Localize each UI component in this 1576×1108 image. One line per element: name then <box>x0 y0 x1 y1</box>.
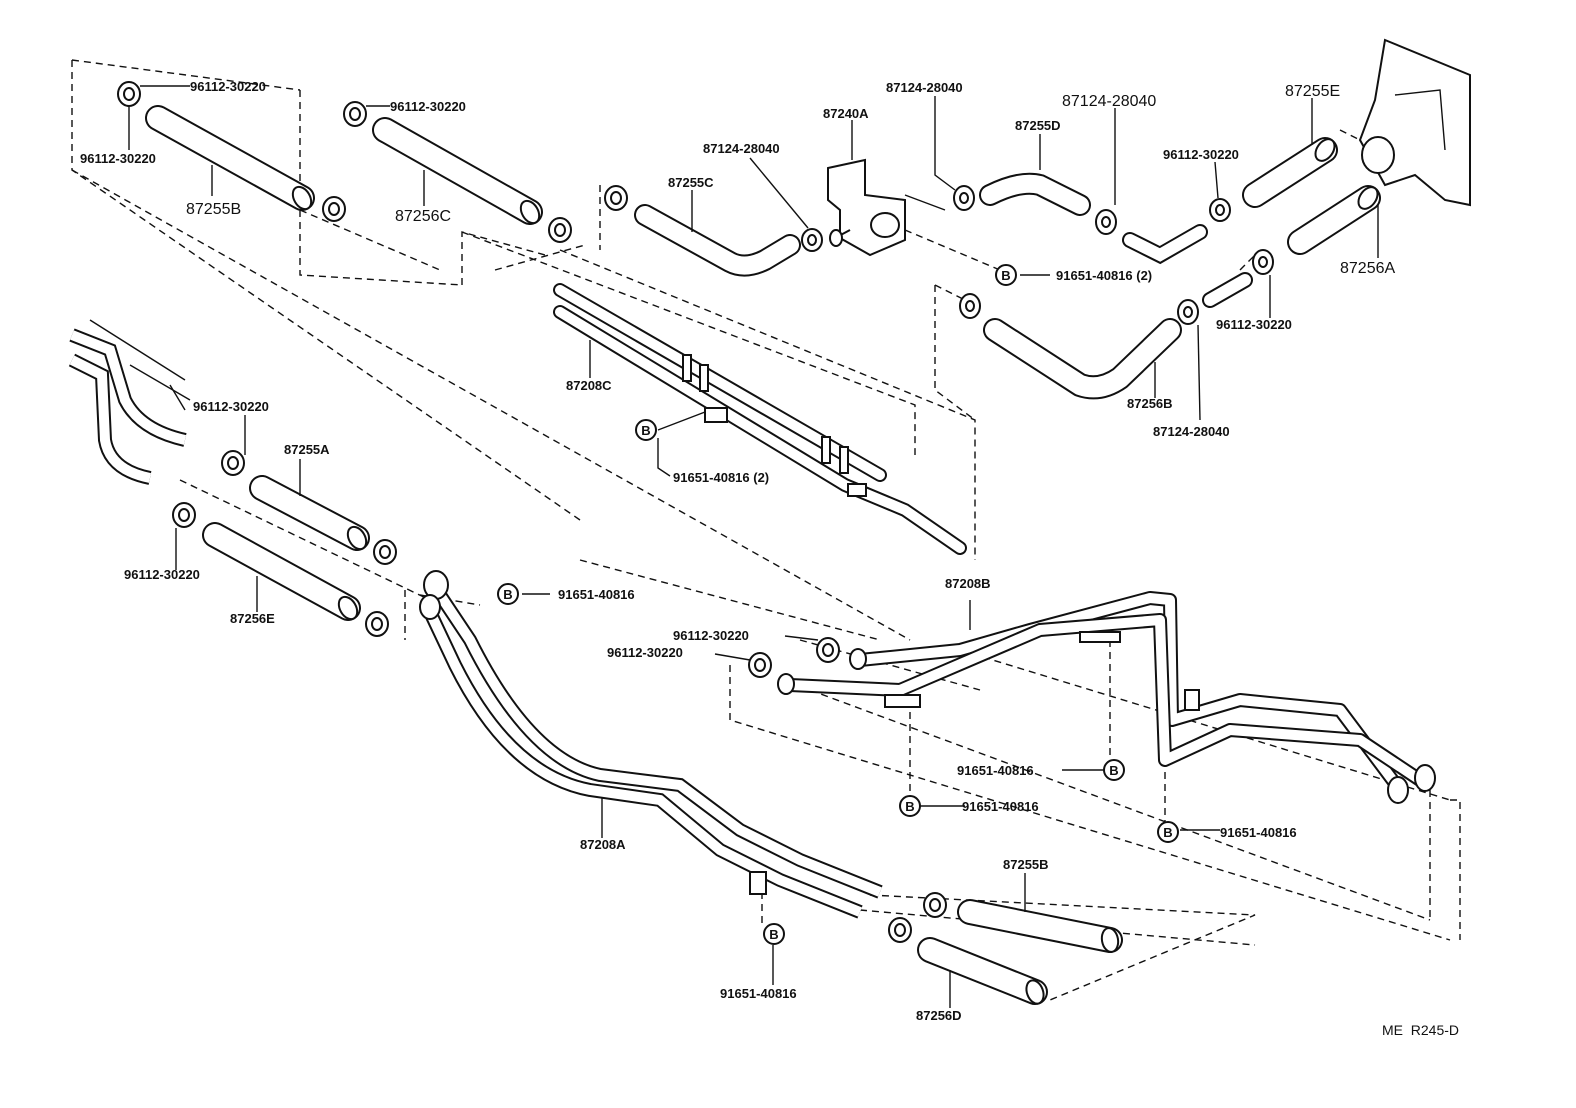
hose-clamps <box>117 81 1274 943</box>
label-clamp-c6: 96112-30220 <box>193 399 269 414</box>
label-87256C: 87256C <box>395 208 451 225</box>
label-clip-k4: 87124-28040 <box>1153 424 1230 439</box>
clamp-icon[interactable] <box>1209 198 1231 222</box>
label-clamp-c2: 96112-30220 <box>80 151 156 166</box>
hose-87256A[interactable] <box>1287 184 1381 255</box>
label-87208A: 87208A <box>580 837 626 852</box>
label-clamp-c8: 96112-30220 <box>673 628 749 643</box>
bolt-b-icon[interactable]: B <box>1103 759 1125 781</box>
valve-87240A[interactable] <box>827 158 946 257</box>
label-clamp-c1: 96112-30220 <box>190 79 266 94</box>
clamp-icon[interactable] <box>322 196 346 222</box>
clamp-icon[interactable] <box>172 502 196 528</box>
label-87208B: 87208B <box>945 576 991 591</box>
bolt-b-icon[interactable]: B <box>635 419 657 441</box>
pipe-inlet-left[interactable] <box>68 319 191 485</box>
label-87255E: 87255E <box>1285 83 1340 100</box>
label-87240A: 87240A <box>823 106 869 121</box>
clamp-icon[interactable] <box>1177 299 1199 325</box>
label-clip-k1: 87124-28040 <box>703 141 780 156</box>
clamp-icon[interactable] <box>365 611 389 637</box>
hose-87255B-lower[interactable] <box>957 899 1123 953</box>
label-bolt-b6: 91651-40816 <box>1220 825 1297 840</box>
bolt-markers: B B B B B B B <box>497 264 1179 945</box>
label-87256B-upper: 87256B <box>1127 396 1173 411</box>
hose-87256E[interactable] <box>202 522 361 622</box>
label-bolt-b7: 91651-40816 <box>720 986 797 1001</box>
bolt-b-icon[interactable]: B <box>1157 821 1179 843</box>
svg-text:B: B <box>503 587 512 602</box>
hose-87255C[interactable] <box>634 204 801 277</box>
assembly-guide-lines <box>71 59 1461 1001</box>
clamp-icon[interactable] <box>343 101 367 127</box>
label-clamp-c3: 96112-30220 <box>390 99 466 114</box>
label-bolt-b4: 91651-40816 <box>957 763 1034 778</box>
label-87255A: 87255A <box>284 442 330 457</box>
label-clip-k3: 87124-28040 <box>886 80 963 95</box>
label-clamp-c5: 96112-30220 <box>1216 317 1292 332</box>
hose-87256C[interactable] <box>372 117 543 226</box>
hose-87255D[interactable] <box>979 172 1091 216</box>
svg-text:B: B <box>1163 825 1172 840</box>
svg-text:B: B <box>1109 763 1118 778</box>
part-labels: 87255B 87256C 87255E 87256A 87124-28040 … <box>80 79 1459 1038</box>
clamp-icon[interactable] <box>117 81 141 107</box>
label-87256E: 87256E <box>230 611 275 626</box>
label-87208C: 87208C <box>566 378 612 393</box>
clamp-icon[interactable] <box>221 450 245 476</box>
label-87256D: 87256D <box>916 1008 962 1023</box>
clamp-icon[interactable] <box>816 637 840 663</box>
hose-short-right[interactable] <box>1202 272 1253 308</box>
leader-lines <box>128 85 1379 1008</box>
bolt-b-icon[interactable]: B <box>497 583 519 605</box>
clamp-icon[interactable] <box>748 652 772 678</box>
svg-text:B: B <box>769 927 778 942</box>
pipe-87208A[interactable] <box>419 570 883 919</box>
label-87255B: 87255B <box>186 201 241 218</box>
pipe-87208C[interactable] <box>553 283 967 555</box>
clamp-icon[interactable] <box>953 185 975 211</box>
hose-small-connector[interactable] <box>1122 224 1208 265</box>
svg-text:B: B <box>641 423 650 438</box>
clamp-icon[interactable] <box>548 217 572 243</box>
hose-87255A[interactable] <box>249 475 370 552</box>
clamp-icon[interactable] <box>1252 249 1274 275</box>
label-87255D: 87255D <box>1015 118 1061 133</box>
clamp-icon[interactable] <box>959 293 981 319</box>
clamp-icon[interactable] <box>923 892 947 918</box>
clamp-icon[interactable] <box>801 228 823 252</box>
label-bolt-b5: 91651-40816 <box>962 799 1039 814</box>
bolt-b-icon[interactable]: B <box>763 923 785 945</box>
svg-text:B: B <box>1001 268 1010 283</box>
clamp-icon[interactable] <box>373 539 397 565</box>
hose-87255E[interactable] <box>1242 136 1338 208</box>
hoses <box>145 105 1381 1006</box>
label-clamp-c4: 96112-30220 <box>1163 147 1239 162</box>
label-87256A: 87256A <box>1340 260 1395 277</box>
hose-87256D[interactable] <box>917 937 1048 1006</box>
clamp-icon[interactable] <box>604 185 628 211</box>
label-bolt-b1: 91651-40816 (2) <box>1056 268 1152 283</box>
bolt-b-icon[interactable]: B <box>995 264 1017 286</box>
label-clamp-c7: 96112-30220 <box>124 567 200 582</box>
label-bolt-b2: 91651-40816 (2) <box>673 470 769 485</box>
label-clip-k2: 87124-28040 <box>1062 93 1156 110</box>
clamp-icon[interactable] <box>1095 209 1117 235</box>
bolt-b-icon[interactable]: B <box>899 795 921 817</box>
pipe-87208B[interactable] <box>777 591 1436 804</box>
label-bolt-b3: 91651-40816 <box>558 587 635 602</box>
hose-87255B[interactable] <box>145 105 315 212</box>
label-clamp-c9: 96112-30220 <box>607 645 683 660</box>
figure-reference: ME R245-D <box>1382 1022 1459 1038</box>
pipes <box>68 283 1436 919</box>
label-87255B-lower: 87255B <box>1003 857 1049 872</box>
label-87255C: 87255C <box>668 175 714 190</box>
svg-text:B: B <box>905 799 914 814</box>
heater-bracket <box>1358 38 1471 207</box>
hose-87256B[interactable] <box>983 318 1182 400</box>
clamp-icon[interactable] <box>888 917 912 943</box>
